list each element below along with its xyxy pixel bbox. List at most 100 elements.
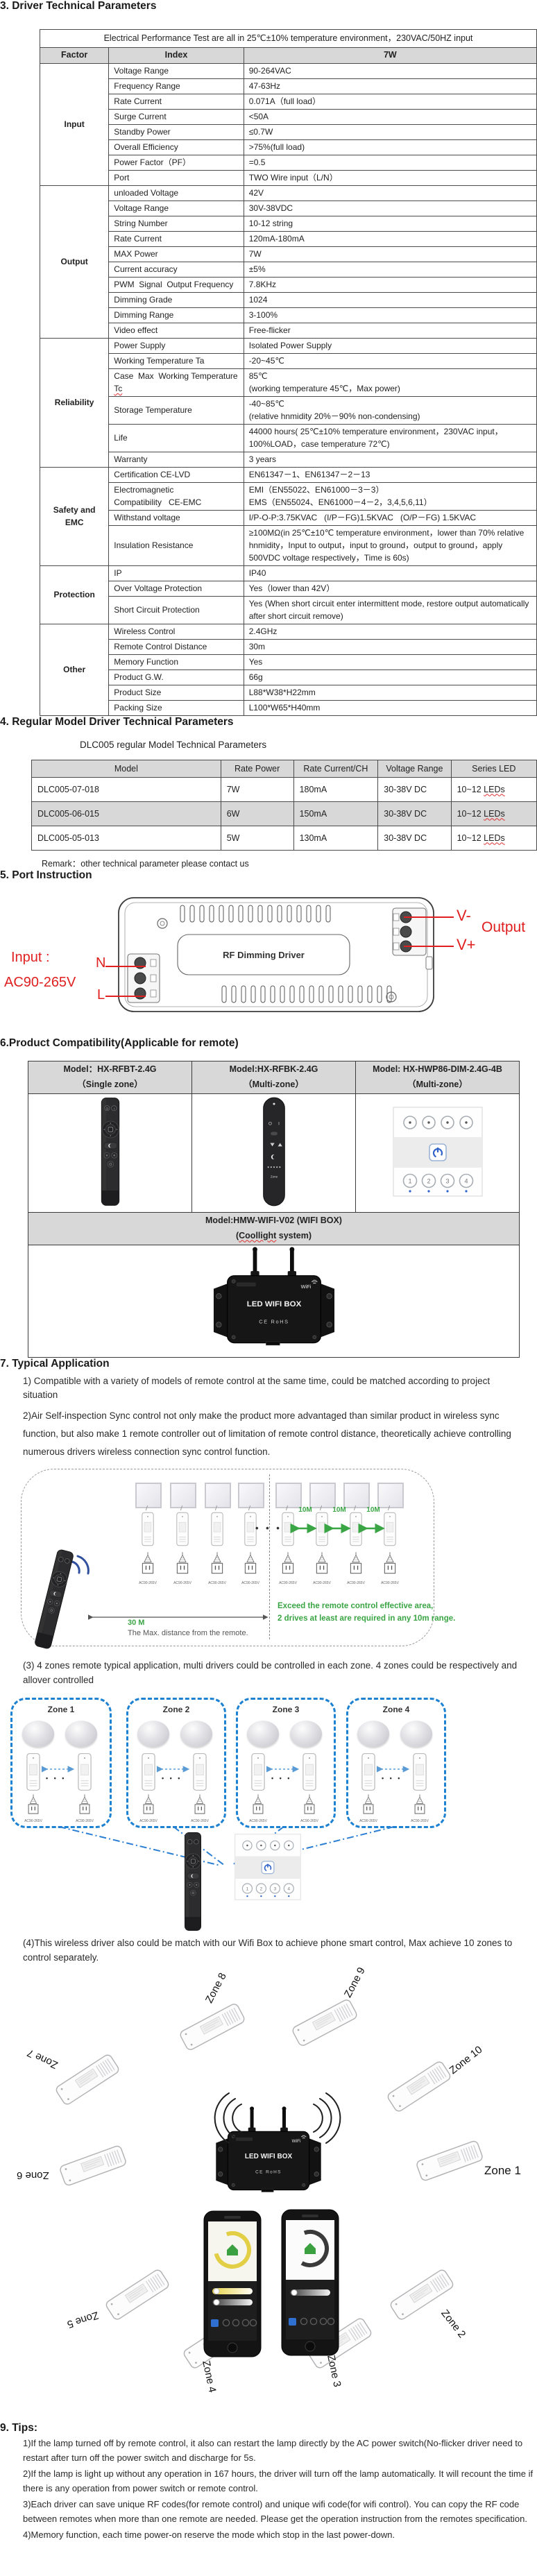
param-value: -20~45℃ (243, 352, 537, 369)
param-label: Storage Temperature (108, 395, 244, 425)
param-value: Yes (When short circuit enter intermitte… (243, 595, 537, 624)
table-row: LED WIFI BOX WiFi CE RoHS (28, 1244, 520, 1358)
wifibox-header: Model:HMW-WIFI-V02 (WIFI BOX) (Coollight… (28, 1211, 520, 1245)
param-value: TWO Wire input（L/N） (243, 169, 537, 186)
section5-title: 5. Port Instruction (0, 869, 92, 881)
wifi-zones-diagram: Zone 8 Zone 9 Zone 7 Zone 10 Zone 6 Zone… (0, 1965, 537, 2422)
ellipsis-dots: • • • (255, 1523, 282, 1534)
device-label: RF Dimming Driver (223, 950, 305, 960)
param-label: Voltage Range (108, 200, 244, 216)
tc-label-text: Case Max Working Temperature (114, 371, 238, 381)
param-label: Working Temperature Ta (108, 352, 244, 369)
driver-icon (413, 1753, 427, 1791)
driver-icon (78, 1753, 92, 1791)
factor-protection: Protection (39, 565, 110, 624)
col-index: Index (108, 46, 244, 64)
plug-icon (28, 1794, 39, 1814)
round-light-icon (137, 1721, 169, 1748)
wifi-logo-text: WiFi (300, 1283, 311, 1289)
plug-voltage-label: AC90-265V (139, 1819, 157, 1824)
plug-voltage-label: AC90-265V (249, 1819, 267, 1824)
lamp-unit: AC90-265V (133, 1483, 163, 1587)
plug-voltage-label: AC90-265V (279, 1581, 297, 1586)
table-row: Surge Current<50A (40, 108, 537, 125)
param-value: 66g (243, 669, 537, 685)
panel-model: Model: HX-HWP86-DIM-2.4G-4B (373, 1064, 502, 1075)
section4-subtitle: DLC005 regular Model Technical Parameter… (80, 739, 267, 750)
param-value: L100*W65*H40mm (243, 699, 537, 716)
param-label: Voltage Range (108, 62, 244, 79)
param-label: Certification CE-LVD (108, 466, 244, 483)
wifibox-label: LED WIFI BOX (245, 2153, 293, 2160)
zone-label-6: Zone 6 (17, 2169, 49, 2181)
rate-power: 6W (220, 801, 294, 826)
param-label: Wireless Control (108, 623, 244, 640)
diagram-arrows (71, 1524, 385, 1621)
col-model: Model (31, 759, 221, 778)
plug-voltage-label: AC90-265V (208, 1581, 226, 1586)
col-series-led: Series LED (450, 759, 537, 778)
remote1-model: Model：HX-RFBT-2.4G (63, 1064, 157, 1075)
round-light-icon (180, 1721, 212, 1748)
rate-power: 5W (220, 825, 294, 851)
param-value: =0.5 (243, 154, 537, 171)
dim-down-icon (269, 1143, 275, 1147)
param-value: Free-flicker (243, 322, 537, 339)
param-value: 120mA-180mA (243, 230, 537, 247)
zone-label-5: Zone 5 (65, 2309, 101, 2330)
param-label: Power Factor（PF） (108, 154, 244, 171)
lamp-unit: AC90-265V (273, 1483, 303, 1587)
param-value: 30m (243, 638, 537, 655)
plug-icon (414, 1794, 425, 1814)
param-value: 90-264VAC (243, 62, 537, 79)
series-led-wavy: LEDs (484, 808, 505, 819)
table-header-row: Model：HX-RFBT-2.4G（Single zone） Model:HX… (28, 1060, 520, 1094)
wall-panel-image: 1 2 3 4 (235, 1834, 301, 1901)
param-value: 47-63Hz (243, 78, 537, 94)
distance-30m-label: 30 M (128, 1619, 145, 1628)
v-minus-label: V- (457, 906, 471, 924)
voltage-range: 30-38V DC (377, 776, 452, 802)
driver-icon (193, 1753, 207, 1791)
table-row: DLC005-05-013 5W 130mA 30-38V DC 10~12 L… (31, 825, 537, 851)
series-led-prefix: 10~12 (457, 784, 484, 794)
driver-device-drawing: RF Dimming Driver (118, 896, 434, 1012)
param-label: Remote Control Distance (108, 638, 244, 655)
panel-image-cell: 1 2 3 4 (355, 1093, 520, 1213)
panel-zone-type: （Multi-zone） (407, 1079, 468, 1089)
zone-label: Zone 3 (272, 1705, 300, 1715)
n-terminal-label: N (96, 955, 106, 971)
round-light-icon (357, 1721, 389, 1748)
zone-label-4: Zone 4 (200, 2359, 219, 2394)
param-label: Port (108, 169, 244, 186)
lamp-unit: AC90-265V (307, 1483, 337, 1587)
model-name: DLC005-05-013 (31, 825, 221, 851)
param-value: 7.8KHz (243, 276, 537, 293)
table-caption-row: Electrical Performance Test are all in 2… (40, 29, 537, 48)
plug-voltage-label: AC90-265V (76, 1819, 94, 1824)
param-value: Yes（lower than 42V） (243, 580, 537, 597)
col-voltage-range: Voltage Range (377, 759, 452, 778)
plug-icon (194, 1794, 205, 1814)
param-label: Power Supply (108, 337, 244, 354)
wifibox-system-wavy: Coollight (239, 1230, 277, 1240)
plug-icon (79, 1794, 90, 1814)
param-value: 10-12 string (243, 215, 537, 232)
plug-voltage-label: AC90-265V (139, 1581, 157, 1586)
wifibox-system: (Coollight system) (236, 1231, 312, 1240)
remote1-image-cell: O I (28, 1093, 192, 1213)
table-row: Product G.W.66g (40, 669, 537, 685)
panel-key-1: 1 (408, 1178, 411, 1185)
param-label: Product G.W. (108, 669, 244, 685)
zone-label-8: Zone 8 (203, 1970, 229, 2006)
panel-light-icon (309, 1483, 336, 1509)
